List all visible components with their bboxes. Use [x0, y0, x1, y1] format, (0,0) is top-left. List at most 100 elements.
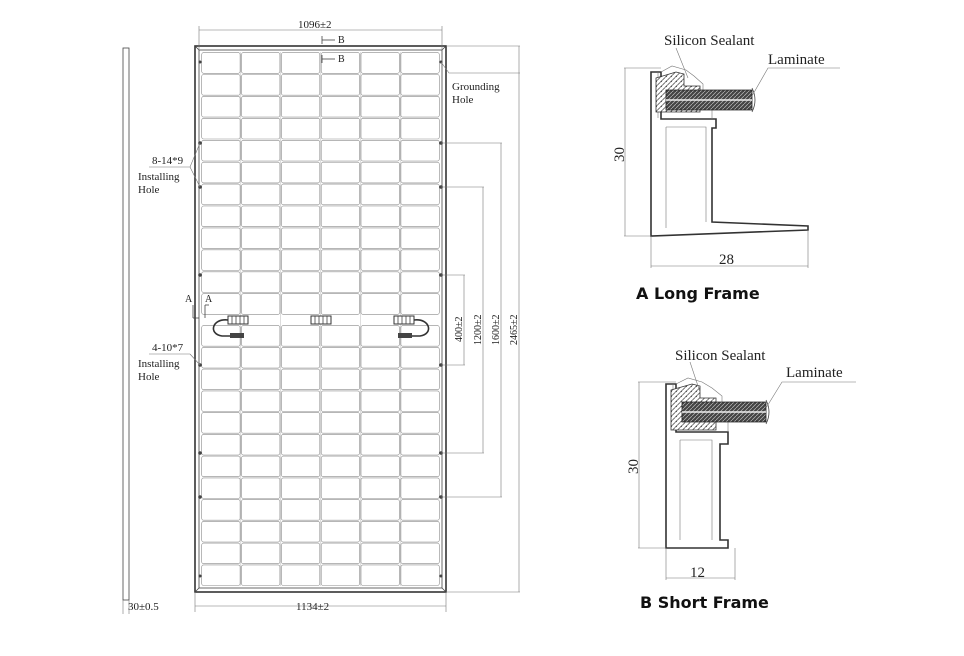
- solar-cell: [281, 140, 321, 162]
- solar-cell: [201, 271, 241, 293]
- solar-cell: [320, 347, 360, 369]
- junction-box-right: [393, 315, 430, 338]
- svg-text:2465±2: 2465±2: [509, 315, 520, 346]
- solar-cell: [400, 183, 440, 206]
- solar-cell: [201, 96, 241, 118]
- solar-cell: [320, 205, 360, 228]
- solar-cell: [320, 183, 360, 206]
- solar-cell: [360, 271, 400, 293]
- solar-cell: [320, 542, 360, 564]
- solar-cell: [241, 74, 281, 96]
- module-side-profile: 30±0.5: [122, 47, 159, 614]
- install-hole-callout-2: 4-10*7 Installing Hole: [138, 342, 201, 383]
- section-b-short-frame: Silicon Sealant Laminate 30 12 B Short F…: [626, 348, 856, 612]
- solar-cell: [281, 325, 321, 347]
- solar-cell: [360, 52, 400, 74]
- install-holes: [198, 60, 443, 578]
- solar-cell: [360, 227, 400, 249]
- solar-cell: [281, 455, 321, 478]
- solar-cell: [281, 96, 321, 118]
- solar-cell: [241, 542, 281, 564]
- solar-cell: [281, 564, 321, 586]
- solar-cell: [320, 368, 360, 391]
- solar-cell: [400, 564, 440, 586]
- solar-cell: [360, 564, 400, 586]
- solar-cell: [201, 368, 241, 391]
- solar-cell: [320, 434, 360, 456]
- install-hole-callout-1: 8-14*9 Installing Hole: [138, 142, 201, 196]
- solar-cell: [360, 434, 400, 456]
- svg-text:Installing: Installing: [138, 171, 180, 183]
- solar-cell: [281, 521, 321, 543]
- section-a-sealant-label: Silicon Sealant: [664, 33, 755, 49]
- solar-cell: [360, 249, 400, 271]
- solar-cell: [360, 96, 400, 118]
- solar-cell: [360, 205, 400, 228]
- solar-cell: [281, 183, 321, 206]
- solar-cell: [360, 499, 400, 521]
- top-width-dimension: 1096±2: [198, 19, 443, 50]
- solar-cell: [320, 325, 360, 347]
- solar-cell: [281, 52, 321, 74]
- solar-cell: [360, 477, 400, 499]
- thickness-dimension: 30±0.5: [128, 601, 159, 613]
- solar-cell: [400, 368, 440, 391]
- solar-cell: [281, 118, 321, 140]
- solar-cell: [241, 52, 281, 74]
- solar-cell: [241, 434, 281, 456]
- solar-cell: [400, 390, 440, 412]
- solar-cell: [241, 271, 281, 293]
- solar-cell: [241, 499, 281, 521]
- svg-text:Hole: Hole: [452, 94, 474, 106]
- solar-cell: [241, 368, 281, 391]
- solar-cell: [360, 347, 400, 369]
- dimension-1200: 1200±2: [441, 186, 484, 454]
- solar-cell: [241, 564, 281, 586]
- solar-cell: [281, 293, 321, 315]
- svg-text:B: B: [338, 54, 345, 65]
- solar-cell: [360, 293, 400, 315]
- solar-cell: [360, 74, 400, 96]
- svg-text:4-10*7: 4-10*7: [152, 342, 184, 354]
- dimension-1600: 1600±2: [441, 142, 502, 498]
- solar-cell: [281, 161, 321, 184]
- solar-cell: [241, 161, 281, 184]
- solar-cell: [201, 455, 241, 478]
- solar-cell: [241, 249, 281, 271]
- solar-cell: [360, 542, 400, 564]
- solar-cell: [320, 390, 360, 412]
- solar-cell: [241, 205, 281, 228]
- solar-cell: [241, 96, 281, 118]
- solar-cell: [201, 183, 241, 206]
- solar-cell: [320, 455, 360, 478]
- solar-cell: [320, 521, 360, 543]
- solar-cell: [320, 118, 360, 140]
- section-a-height-dim: 30: [612, 147, 628, 162]
- solar-cell: [320, 96, 360, 118]
- solar-cell: [360, 412, 400, 434]
- solar-cell: [400, 96, 440, 118]
- section-a-laminate-label: Laminate: [768, 52, 825, 68]
- solar-cell: [320, 161, 360, 184]
- solar-cell: [320, 271, 360, 293]
- solar-cell: [201, 293, 241, 315]
- solar-cell: [360, 140, 400, 162]
- solar-cell: [281, 271, 321, 293]
- solar-cell: [241, 477, 281, 499]
- solar-cell: [281, 499, 321, 521]
- section-b-height-dim: 30: [626, 459, 642, 474]
- solar-cell: [241, 455, 281, 478]
- solar-cell: [241, 347, 281, 369]
- solar-cell: [360, 161, 400, 184]
- solar-cell: [400, 521, 440, 543]
- section-b-sealant-label: Silicon Sealant: [675, 348, 766, 364]
- solar-cell: [241, 118, 281, 140]
- solar-cell: [281, 434, 321, 456]
- solar-cell: [241, 390, 281, 412]
- solar-cell: [400, 140, 440, 162]
- section-b-title: B Short Frame: [640, 593, 769, 612]
- solar-cell: [241, 412, 281, 434]
- solar-cell: [201, 390, 241, 412]
- section-a-long-frame: Silicon Sealant Laminate 30 28 A Long Fr…: [612, 33, 840, 303]
